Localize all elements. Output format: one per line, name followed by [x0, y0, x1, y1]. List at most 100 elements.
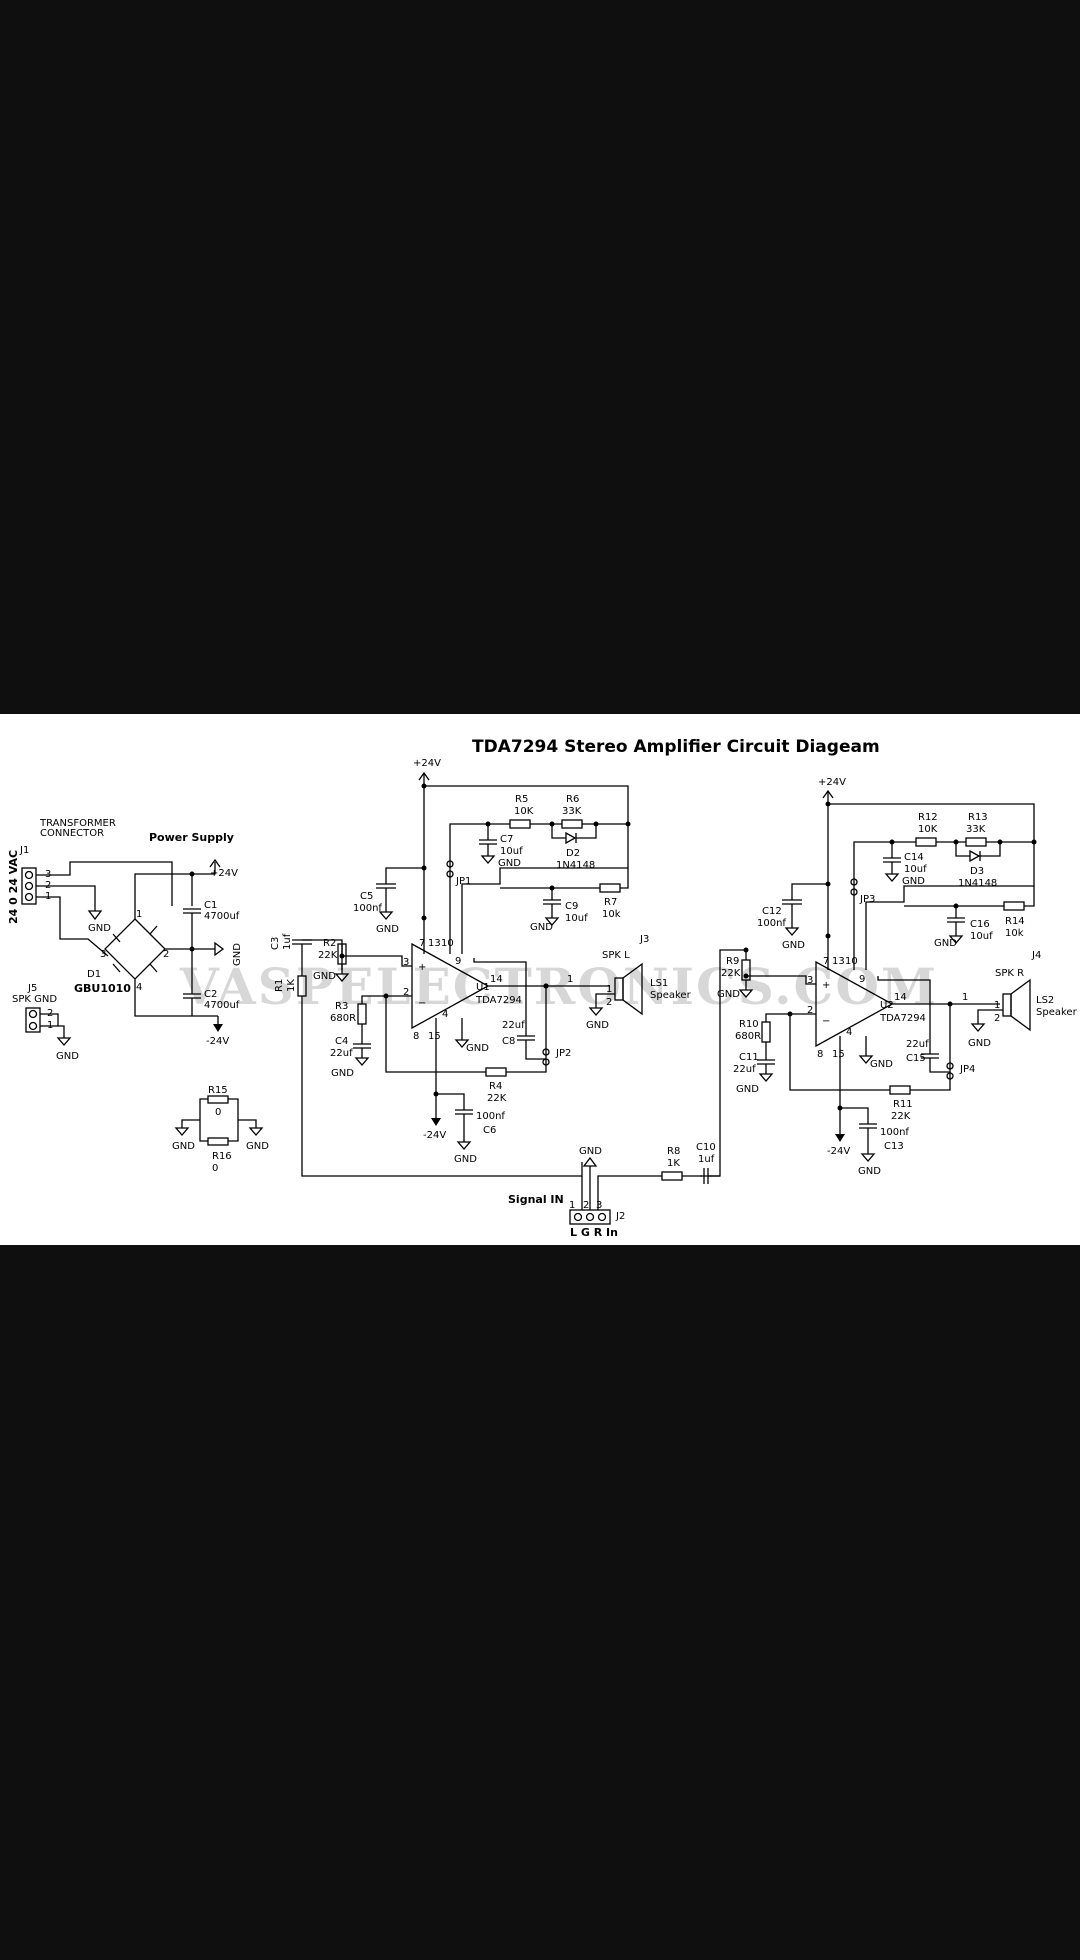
wire — [929, 1058, 950, 1073]
wire — [461, 824, 629, 954]
ls1-speaker-cone — [622, 962, 643, 1016]
wire — [789, 1014, 890, 1091]
j1-pin-1 — [24, 892, 34, 902]
r8-resistor — [661, 1171, 683, 1181]
ls2-speaker-body — [1002, 993, 1012, 1017]
c8-ref: C8 — [502, 1036, 515, 1047]
gnd-label: GND — [858, 1166, 881, 1177]
ground-symbol — [948, 935, 964, 944]
transformer-label-2: CONNECTOR — [40, 828, 104, 839]
jp3-ref: JP3 — [859, 894, 875, 905]
wire — [853, 841, 893, 970]
r13-ref: R13 — [968, 812, 988, 823]
u1-ref: U1 — [476, 982, 490, 993]
wire — [791, 883, 828, 900]
wire — [228, 1098, 239, 1142]
r14-value: 10k — [1005, 928, 1024, 939]
j4-pin-num-1: 1 — [994, 1000, 1000, 1011]
d3-ref: D3 — [970, 866, 984, 877]
d2-part: 1N4148 — [556, 860, 595, 871]
j3-pin-num-1: 1 — [606, 984, 612, 995]
power-arrow — [822, 789, 834, 799]
wire — [877, 976, 931, 1054]
wire — [746, 975, 816, 985]
wire — [910, 1004, 951, 1091]
ground-symbol — [858, 1055, 874, 1064]
r5-resistor — [509, 819, 531, 829]
c15-ref: C15 — [906, 1053, 926, 1064]
gnd-label: GND — [172, 1141, 195, 1152]
gnd-label: GND — [56, 1051, 79, 1062]
junction — [543, 983, 549, 989]
wire — [620, 868, 629, 889]
u1-plus: + — [418, 962, 426, 973]
gnd-label: GND — [530, 922, 553, 933]
gnd-label: GND — [902, 876, 925, 887]
r7-ref: R7 — [604, 897, 617, 908]
junction — [189, 871, 195, 877]
r12-resistor — [915, 837, 937, 847]
ground-symbol — [738, 989, 754, 998]
gnd-label: GND — [870, 1059, 893, 1070]
wire — [342, 955, 412, 967]
junction — [743, 947, 749, 953]
wire — [302, 939, 343, 956]
u2-ref: U2 — [880, 1000, 894, 1011]
input-gnd-label: GND — [579, 1146, 602, 1157]
c12-value: 100nf — [757, 918, 786, 929]
u2-pin-2: 2 — [807, 1005, 813, 1016]
r9-value: 22K — [721, 968, 741, 979]
gnd-label: GND — [934, 938, 957, 949]
d2-diode — [565, 831, 577, 845]
u2-pin-7: 7 — [823, 956, 829, 967]
r12-ref: R12 — [918, 812, 938, 823]
jp2-jumper — [542, 1058, 550, 1066]
wire — [385, 867, 424, 884]
j1-connector — [21, 867, 37, 905]
c6-value: 100nf — [476, 1111, 505, 1122]
ground-symbol — [588, 1007, 604, 1016]
u2-minus: − — [822, 1016, 830, 1027]
left-plus-24v: +24V — [413, 758, 441, 769]
r13-value: 33K — [966, 824, 986, 835]
vac-label: 24 0 24 VAC — [7, 850, 20, 924]
u2-pin-8: 8 — [817, 1049, 823, 1060]
gnd-label: GND — [736, 1084, 759, 1095]
c16-ref: C16 — [970, 919, 990, 930]
c3-value: 1uf — [282, 933, 293, 950]
d1-pin-num-4: 4 — [136, 982, 142, 993]
u2-pin-3: 3 — [807, 975, 813, 986]
power-supply-section: Power Supply TRANSFORMER CONNECTOR J1 24… — [7, 818, 269, 1174]
junction — [743, 973, 749, 979]
ls1-part: Speaker — [650, 990, 692, 1001]
ls2-speaker-cone — [1010, 978, 1031, 1032]
transformer-label-1: TRANSFORMER — [39, 818, 116, 829]
power-arrow — [209, 858, 221, 868]
d1-ref: D1 — [87, 969, 101, 980]
wire — [595, 993, 615, 1008]
c5-value: 100nf — [353, 903, 382, 914]
u1-pin-15: 15 — [428, 1031, 441, 1042]
ground-symbol — [214, 941, 225, 957]
r7-resistor — [599, 883, 621, 893]
ground-symbol — [758, 1073, 774, 1082]
jp4-ref: JP4 — [959, 1064, 975, 1075]
u1-pin-13: 13 — [428, 938, 441, 949]
ground-symbol — [970, 1023, 986, 1032]
wire — [192, 862, 216, 875]
c11-value: 22uf — [733, 1064, 756, 1075]
ls1-ref: LS1 — [650, 978, 668, 989]
r15-resistor — [207, 1095, 229, 1104]
junction — [189, 946, 195, 952]
c4-ref: C4 — [335, 1036, 348, 1047]
d1-pin-num-1: 1 — [136, 909, 142, 920]
u2-plus: + — [822, 980, 830, 991]
gnd-label: GND — [782, 940, 805, 951]
wire — [525, 1040, 546, 1060]
r14-ref: R14 — [1005, 916, 1025, 927]
d1-pin-num-3: 3 — [100, 949, 106, 960]
r5-value: 10K — [514, 806, 534, 817]
u2-pin-4: 4 — [846, 1027, 852, 1038]
gnd-label: GND — [246, 1141, 269, 1152]
c13-ref: C13 — [884, 1141, 904, 1152]
